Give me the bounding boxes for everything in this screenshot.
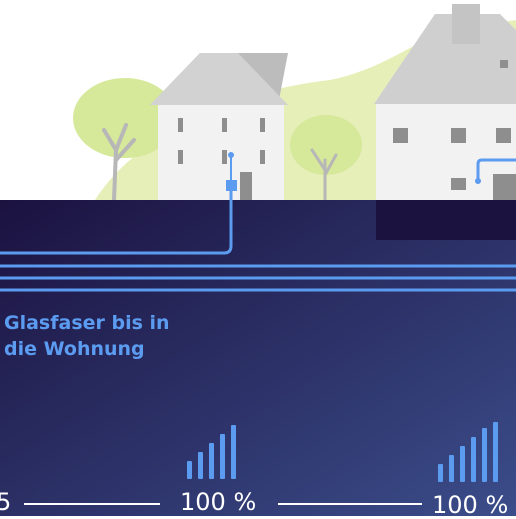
fiber-line-house-right <box>476 158 516 180</box>
fiber-line-house-left <box>0 190 233 255</box>
tree-icon <box>290 115 362 202</box>
fiber-connector-icon <box>226 180 237 191</box>
caption-line-2: die Wohnung <box>4 338 145 360</box>
basement-block <box>376 200 516 240</box>
signal-bars-icon <box>438 422 498 482</box>
speed-value-left: 100 % <box>180 488 257 516</box>
speed-value-cut: 5 <box>0 488 12 516</box>
speed-value-right: 100 % <box>432 491 509 519</box>
signal-bars-icon <box>187 425 236 479</box>
caption-line-1: Glasfaser bis in <box>4 312 170 334</box>
house-icon <box>374 4 516 200</box>
fiber-caption: Glasfaser bis in die Wohnung <box>4 310 224 362</box>
tree-icon <box>73 78 177 202</box>
house-icon <box>150 53 288 200</box>
fiber-connector-icon <box>475 178 481 184</box>
